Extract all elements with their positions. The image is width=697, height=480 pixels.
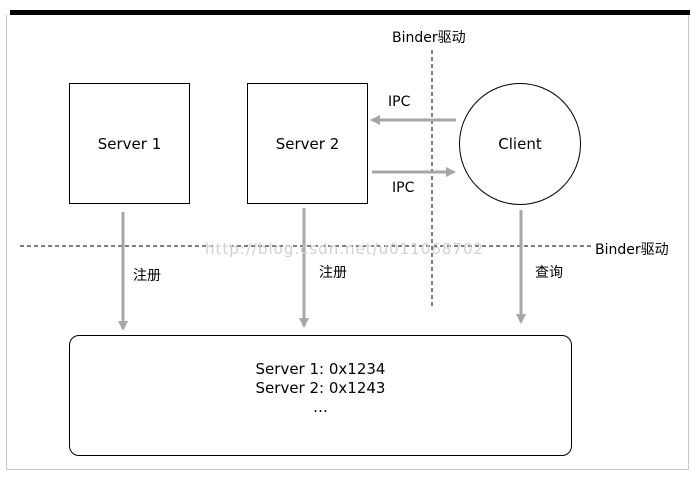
ipc-reply-label: IPC — [392, 180, 415, 196]
diagram-frame — [6, 15, 689, 470]
watermark: http://blog.csdn.net/u011068702 — [205, 240, 485, 258]
server-1-box: Server 1 — [69, 83, 190, 204]
registry-entry-server-1: Server 1: 0x1234 — [255, 360, 386, 378]
top-bar — [10, 10, 690, 15]
service-registry-box: Server 1: 0x1234 Server 2: 0x1243 … — [69, 335, 572, 456]
registry-entry-server-2: Server 2: 0x1243 — [255, 379, 386, 397]
register-label-2: 注册 — [319, 265, 347, 281]
binder-driver-label-right: Binder驱动 — [595, 242, 669, 258]
client-label: Client — [498, 135, 542, 153]
server-2-box: Server 2 — [247, 83, 368, 204]
register-label-1: 注册 — [133, 268, 161, 284]
query-label: 查询 — [535, 265, 563, 281]
client-circle: Client — [459, 83, 581, 205]
binder-driver-label-top: Binder驱动 — [392, 30, 466, 46]
ipc-request-label: IPC — [388, 94, 411, 110]
server-1-label: Server 1 — [97, 134, 162, 153]
server-2-label: Server 2 — [275, 134, 340, 153]
registry-entry-more: … — [313, 398, 328, 416]
